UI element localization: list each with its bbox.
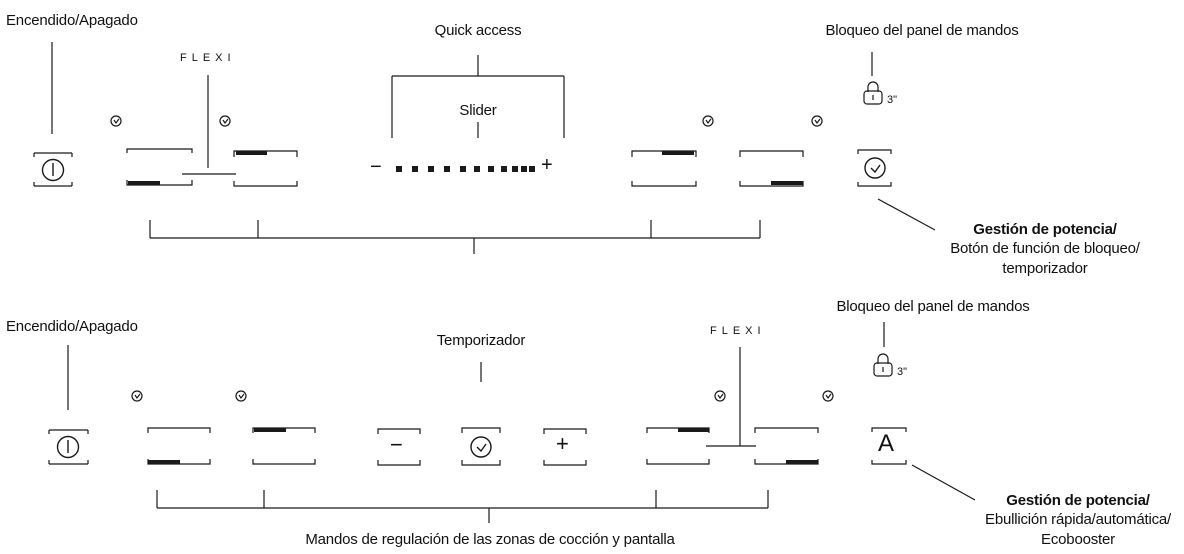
top-mgmt-line1: Botón de función de bloqueo/ <box>950 240 1140 257</box>
bottom-lock-label: Bloqueo del panel de mandos <box>836 298 1030 315</box>
top-timer-icon-2 <box>219 115 231 127</box>
top-zone-3 <box>631 150 697 187</box>
bottom-lock-seconds: 3" <box>897 366 908 378</box>
top-zone-4 <box>739 150 804 187</box>
bottom-zone-2 <box>252 427 316 465</box>
bottom-mgmt-leader <box>911 464 976 501</box>
top-timer-icon-4 <box>811 115 823 127</box>
top-quick-access-bracket <box>391 55 565 138</box>
bottom-timer-icon-4 <box>822 390 834 402</box>
top-slider-dots <box>396 166 535 172</box>
top-zone-2 <box>233 150 298 187</box>
bottom-timer-key <box>461 427 501 466</box>
bottom-mgmt-line2: Ecobooster <box>1041 531 1115 548</box>
top-lock-label: Bloqueo del panel de mandos <box>825 22 1019 39</box>
bottom-zone-1 <box>147 427 211 465</box>
bottom-power-label: Encendido/Apagado <box>6 318 138 335</box>
top-power-label: Encendido/Apagado <box>6 12 138 29</box>
bottom-plus-key <box>543 428 587 466</box>
bottom-timer-icon-2 <box>235 390 247 402</box>
top-timer-icon-1 <box>110 115 122 127</box>
bottom-controls-label: Mandos de regulación de las zonas de coc… <box>305 531 675 548</box>
top-slider-minus: − <box>370 156 382 178</box>
top-mgmt-line2: temporizador <box>1002 260 1088 277</box>
bottom-power-button <box>48 429 89 465</box>
bottom-plus-glyph: + <box>556 431 569 456</box>
bottom-lock-icon <box>873 353 893 377</box>
bottom-controls-bracket <box>156 490 769 523</box>
bottom-mgmt-line1: Ebullición rápida/automática/ <box>985 511 1171 528</box>
top-lock-icon <box>863 81 883 105</box>
top-mgmt-title: Gestión de potencia/ <box>973 221 1117 238</box>
top-power-button <box>33 152 73 187</box>
top-flexi-label: FLEXI <box>180 52 236 64</box>
top-mgmt-leader <box>877 198 936 231</box>
bottom-zone-3 <box>646 427 710 465</box>
bottom-mgmt-title: Gestión de potencia/ <box>1006 492 1150 509</box>
top-timer-icon-3 <box>702 115 714 127</box>
top-quick-access-label: Quick access <box>434 22 522 39</box>
bottom-timer-label: Temporizador <box>436 332 526 349</box>
bottom-minus-key <box>377 428 421 466</box>
bottom-timer-icon-1 <box>131 390 143 402</box>
bottom-minus-glyph: − <box>390 432 403 457</box>
bottom-timer-icon-3 <box>714 390 726 402</box>
top-controls-bracket <box>149 220 761 254</box>
top-slider-label: Slider <box>459 102 497 119</box>
bottom-auto-glyph: A <box>878 430 894 457</box>
top-slider-plus: + <box>541 154 553 176</box>
bottom-flexi-label: FLEXI <box>710 325 766 337</box>
bottom-zone-4 <box>754 427 819 465</box>
top-lock-seconds: 3" <box>887 94 898 106</box>
top-zone-1 <box>126 148 193 186</box>
bottom-auto-key <box>871 427 907 465</box>
top-lock-timer-button <box>857 149 892 187</box>
